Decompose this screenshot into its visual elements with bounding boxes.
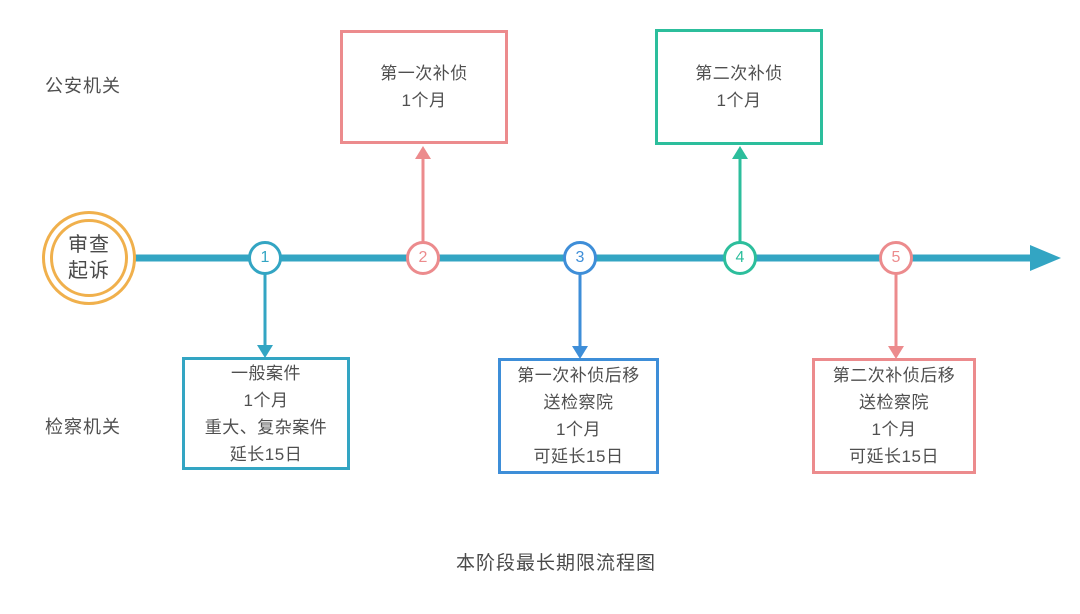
timeline-point-2-number: 2	[418, 249, 428, 266]
box-second-supplementary-investigation: 第二次补侦 1个月	[655, 29, 823, 145]
timeline-point-5: 5	[879, 241, 913, 275]
box-text-line: 送检察院	[859, 393, 929, 412]
box-text-line: 1个月	[871, 420, 917, 439]
box-text-line: 1个月	[243, 390, 289, 410]
timeline-point-4: 4	[723, 241, 757, 275]
box-text-line: 1个月	[716, 91, 762, 110]
timeline-point-1: 1	[248, 241, 282, 275]
box-general-case-limit: 一般案件 1个月 重大、复杂案件 延长15日	[182, 357, 350, 470]
box-text-line: 1个月	[556, 420, 601, 439]
lane-label-procuratorate: 检察机关	[45, 417, 121, 437]
start-node: 审查 起诉	[42, 211, 136, 305]
arrowhead-point2-icon	[415, 146, 431, 159]
timeline-arrowhead-icon	[1030, 245, 1061, 271]
box-first-return-to-procuratorate: 第一次补侦后移 送检察院 1个月 可延长15日	[498, 358, 659, 474]
box-second-return-to-procuratorate: 第二次补侦后移 送检察院 1个月 可延长15日	[812, 358, 976, 474]
box-text-line: 第一次补侦后移	[517, 366, 640, 385]
timeline-point-3-number: 3	[575, 249, 585, 266]
timeline-point-1-number: 1	[260, 249, 270, 266]
timeline-point-2: 2	[406, 241, 440, 275]
box-text-line: 第二次补侦	[695, 64, 783, 83]
arrowhead-point1-icon	[257, 345, 273, 358]
arrowhead-point3-icon	[572, 346, 588, 359]
start-node-inner-ring: 审查 起诉	[50, 219, 128, 297]
box-text-line: 重大、复杂案件	[204, 417, 328, 437]
box-text-line: 第一次补侦	[380, 64, 468, 83]
start-node-label-line1: 审查	[68, 234, 110, 256]
box-text-line: 可延长15日	[533, 447, 624, 466]
timeline-point-5-number: 5	[891, 249, 901, 266]
box-text-line: 1个月	[401, 91, 447, 110]
lane-label-police: 公安机关	[45, 76, 121, 96]
timeline-point-4-number: 4	[735, 249, 745, 266]
box-text-line: 延长15日	[229, 444, 303, 464]
timeline-point-3: 3	[563, 241, 597, 275]
box-text-line: 可延长15日	[849, 447, 939, 466]
box-text-line: 一般案件	[231, 363, 301, 383]
diagram-caption: 本阶段最长期限流程图	[455, 553, 656, 574]
arrowhead-point4-icon	[732, 146, 748, 159]
arrowhead-point5-icon	[888, 346, 904, 359]
box-text-line: 送检察院	[543, 393, 614, 412]
box-text-line: 第二次补侦后移	[832, 366, 956, 385]
start-node-label-line2: 起诉	[68, 260, 110, 282]
box-first-supplementary-investigation: 第一次补侦 1个月	[340, 30, 508, 144]
